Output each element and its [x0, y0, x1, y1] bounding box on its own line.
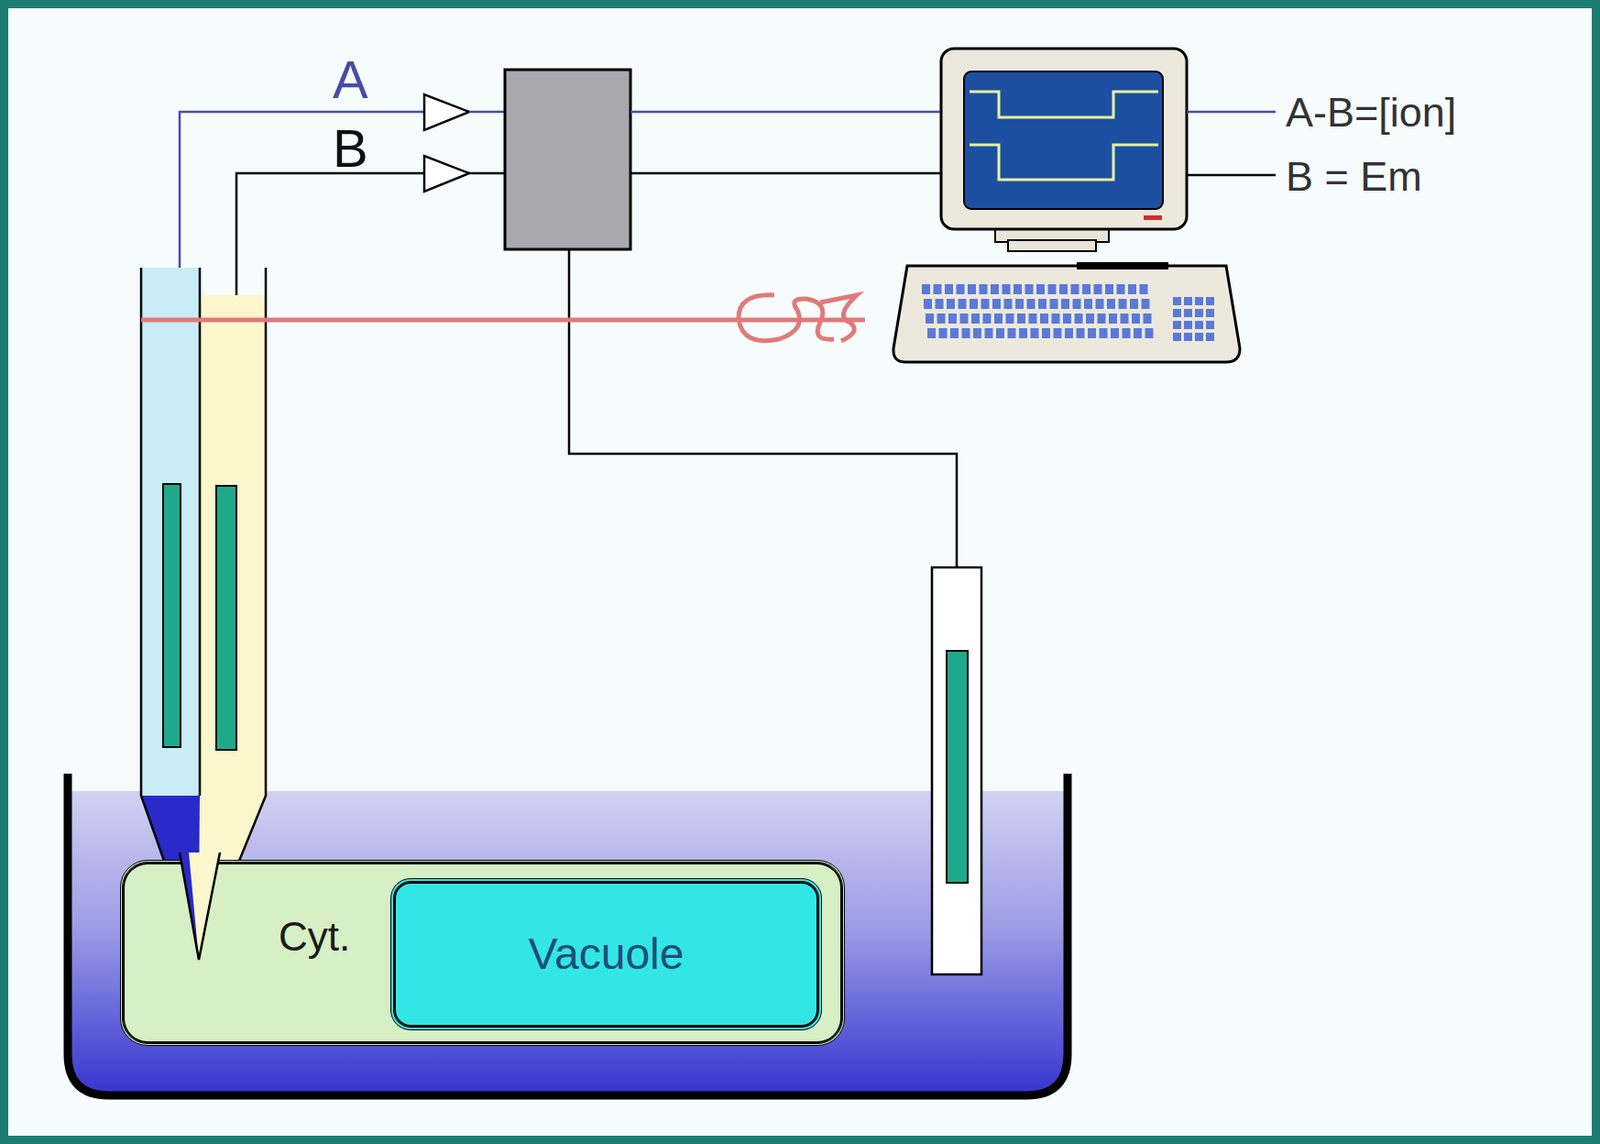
region-label: Vacuole — [528, 931, 685, 976]
amplifier-symbol — [424, 155, 470, 192]
silver-wire — [163, 483, 181, 747]
reference-electrode — [931, 567, 982, 975]
keyboard — [893, 265, 1240, 362]
screen — [964, 71, 1163, 209]
amplifier-box — [504, 69, 631, 250]
cell-cytoplasm: Cyt. Vacuole — [120, 859, 845, 1046]
electrode-label: A — [332, 53, 369, 107]
reference-wire — [569, 249, 957, 568]
panel — [8, 8, 1592, 1136]
region-label: Cyt. — [278, 916, 351, 957]
silver-wire — [946, 650, 968, 883]
monitor — [941, 48, 1187, 230]
electrode-label: B — [332, 121, 369, 176]
signal-label: B = Em — [1285, 155, 1423, 198]
amplifier-symbol — [424, 94, 470, 131]
vacuole: Vacuole — [390, 877, 822, 1031]
signal-label: A-B=[ion] — [1285, 91, 1457, 133]
ion-selective-barrel — [141, 267, 200, 960]
watermark-mark — [141, 295, 866, 341]
silver-wire — [216, 485, 237, 750]
